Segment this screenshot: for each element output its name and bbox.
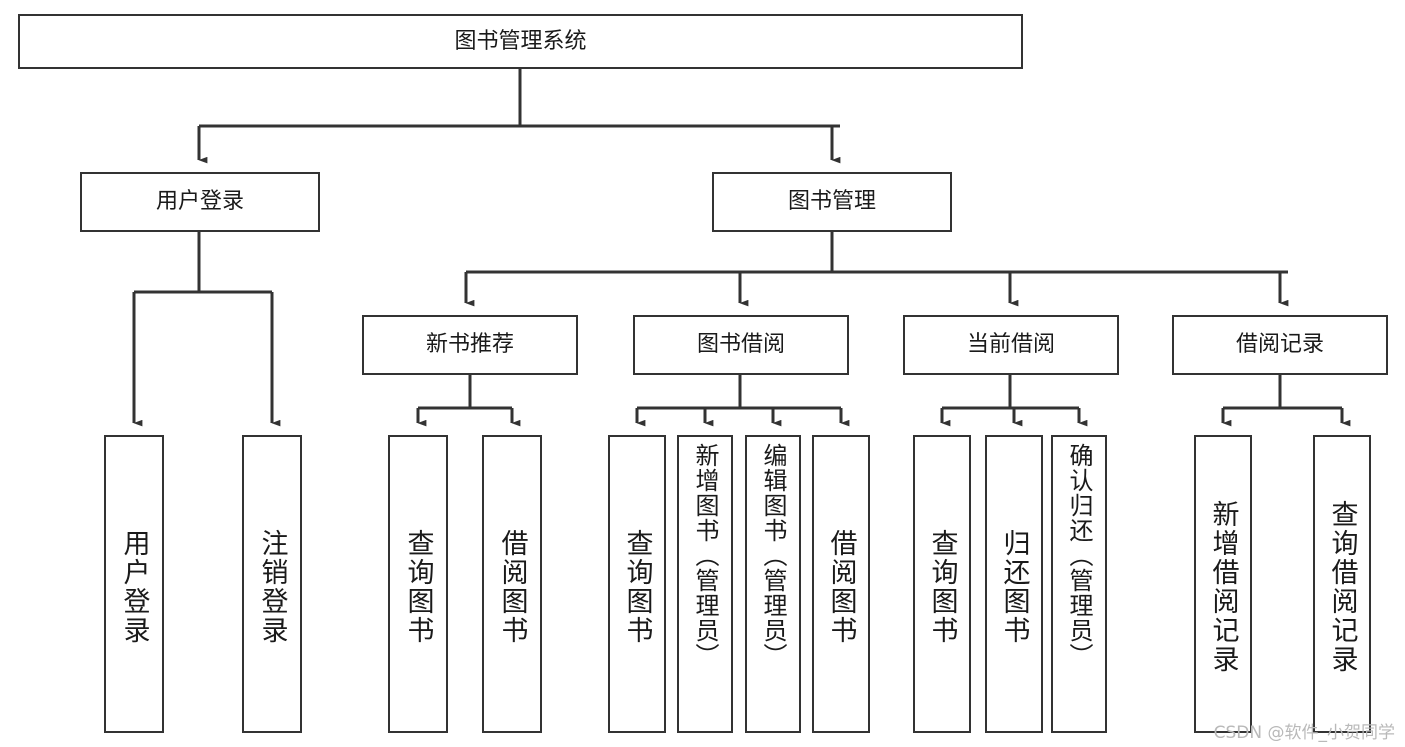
- node-leaf-query-book-recommend-label: 查询图书: [402, 529, 434, 645]
- node-leaf-add-borrow-record[interactable]: 新增借阅记录: [1194, 435, 1252, 733]
- node-leaf-user-login[interactable]: 用户登录: [104, 435, 164, 733]
- node-borrow-record[interactable]: 借阅记录: [1172, 315, 1388, 375]
- node-leaf-query-book-current[interactable]: 查询图书: [913, 435, 971, 733]
- node-current-borrow[interactable]: 当前借阅: [903, 315, 1119, 375]
- csdn-watermark: CSDN @软件_小贺同学: [1213, 723, 1395, 743]
- node-leaf-add-book-admin[interactable]: 新增图书（管理员）: [677, 435, 733, 733]
- node-leaf-edit-book-admin-label: 编辑图书（管理员）: [759, 443, 787, 668]
- node-book-borrow-label: 图书借阅: [696, 332, 785, 358]
- node-leaf-query-borrow-record-label: 查询借阅记录: [1326, 500, 1358, 674]
- node-leaf-borrow-book-recommend[interactable]: 借阅图书: [482, 435, 542, 733]
- node-leaf-confirm-return-admin[interactable]: 确认归还（管理员）: [1051, 435, 1107, 733]
- node-leaf-query-borrow-record[interactable]: 查询借阅记录: [1313, 435, 1371, 733]
- node-user-login[interactable]: 用户登录: [80, 172, 320, 232]
- node-leaf-borrow-book-label: 借阅图书: [825, 529, 857, 645]
- node-leaf-edit-book-admin[interactable]: 编辑图书（管理员）: [745, 435, 801, 733]
- node-root[interactable]: 图书管理系统: [18, 14, 1023, 69]
- node-book-manage[interactable]: 图书管理: [712, 172, 952, 232]
- node-book-manage-label: 图书管理: [787, 189, 876, 215]
- node-current-borrow-label: 当前借阅: [966, 332, 1055, 358]
- node-leaf-query-book-borrow-label: 查询图书: [621, 529, 653, 645]
- node-user-login-label: 用户登录: [155, 189, 244, 215]
- node-leaf-return-book[interactable]: 归还图书: [985, 435, 1043, 733]
- node-leaf-query-book-borrow[interactable]: 查询图书: [608, 435, 666, 733]
- node-leaf-query-book-recommend[interactable]: 查询图书: [388, 435, 448, 733]
- node-new-book-recommend[interactable]: 新书推荐: [362, 315, 578, 375]
- node-leaf-confirm-return-admin-label: 确认归还（管理员）: [1065, 443, 1093, 668]
- node-leaf-logout-login-label: 注销登录: [256, 529, 288, 645]
- node-leaf-borrow-book-recommend-label: 借阅图书: [496, 529, 528, 645]
- node-leaf-return-book-label: 归还图书: [998, 529, 1030, 645]
- node-book-borrow[interactable]: 图书借阅: [633, 315, 849, 375]
- node-leaf-borrow-book[interactable]: 借阅图书: [812, 435, 870, 733]
- node-leaf-add-borrow-record-label: 新增借阅记录: [1207, 500, 1239, 674]
- node-leaf-user-login-label: 用户登录: [118, 529, 150, 645]
- node-new-book-recommend-label: 新书推荐: [425, 332, 514, 358]
- node-root-label: 图书管理系统: [454, 28, 587, 54]
- node-borrow-record-label: 借阅记录: [1235, 332, 1324, 358]
- node-leaf-query-book-current-label: 查询图书: [926, 529, 958, 645]
- node-leaf-add-book-admin-label: 新增图书（管理员）: [691, 443, 719, 668]
- node-leaf-logout-login[interactable]: 注销登录: [242, 435, 302, 733]
